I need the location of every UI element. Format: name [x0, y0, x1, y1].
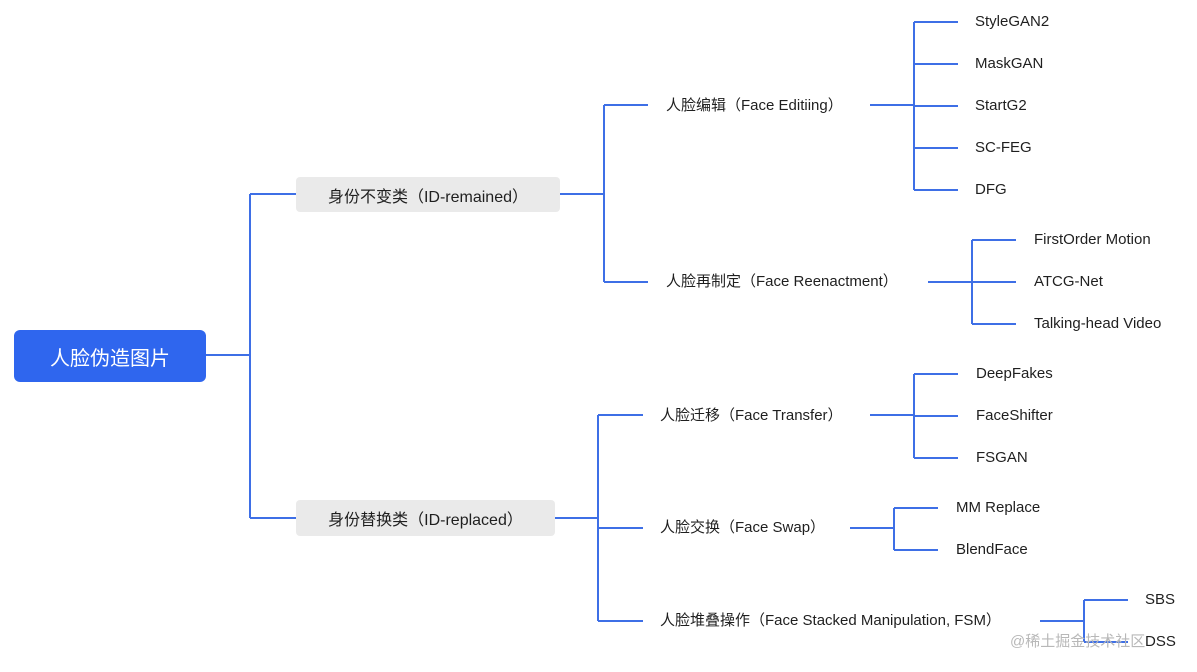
node-face-reenactment[interactable]: 人脸再制定（Face Reenactment） — [666, 273, 898, 290]
edge-swap — [850, 507, 938, 551]
node-id-remained[interactable]: 身份不变类（ID-remained） — [296, 177, 560, 212]
leaf-fsgan[interactable]: FSGAN — [976, 449, 1028, 466]
edge-transfer — [870, 373, 958, 459]
leaf-stylegan2[interactable]: StyleGAN2 — [975, 13, 1050, 30]
leaf-dfg[interactable]: DFG — [975, 181, 1007, 198]
edge-id-replaced — [555, 414, 643, 622]
leaf-maskgan[interactable]: MaskGAN — [975, 55, 1044, 72]
node-face-transfer[interactable]: 人脸迁移（Face Transfer） — [660, 407, 843, 424]
edge-reenactment — [928, 239, 1016, 325]
edge-stacked — [1040, 599, 1128, 643]
node-face-swap[interactable]: 人脸交换（Face Swap） — [660, 519, 826, 536]
leaf-talking-head-video[interactable]: Talking-head Video — [1034, 315, 1162, 332]
edge-editing — [870, 21, 958, 191]
leaf-sbs[interactable]: SBS — [1145, 591, 1176, 608]
node-face-stacked[interactable]: 人脸堆叠操作（Face Stacked Manipulation, FSM） — [660, 612, 1001, 629]
leaf-blendface[interactable]: BlendFace — [956, 541, 1028, 558]
edge-id-remained — [560, 104, 648, 283]
root-node[interactable]: 人脸伪造图片 — [14, 330, 206, 382]
node-face-editing[interactable]: 人脸编辑（Face Editiing） — [666, 97, 843, 114]
leaf-mm-replace[interactable]: MM Replace — [956, 499, 1041, 516]
leaf-dss[interactable]: DSS — [1145, 633, 1176, 650]
edge-root — [206, 193, 296, 519]
watermark: @稀土掘金技术社区 — [1010, 633, 1146, 650]
leaf-firstorder-motion[interactable]: FirstOrder Motion — [1034, 231, 1151, 248]
node-id-replaced[interactable]: 身份替换类（ID-replaced） — [296, 500, 555, 536]
leaf-sc-feg[interactable]: SC-FEG — [975, 139, 1032, 156]
leaf-atcg-net[interactable]: ATCG-Net — [1034, 273, 1103, 290]
leaf-startg2[interactable]: StartG2 — [975, 97, 1027, 114]
leaf-deepfakes[interactable]: DeepFakes — [976, 365, 1053, 382]
leaf-faceshifter[interactable]: FaceShifter — [976, 407, 1053, 424]
